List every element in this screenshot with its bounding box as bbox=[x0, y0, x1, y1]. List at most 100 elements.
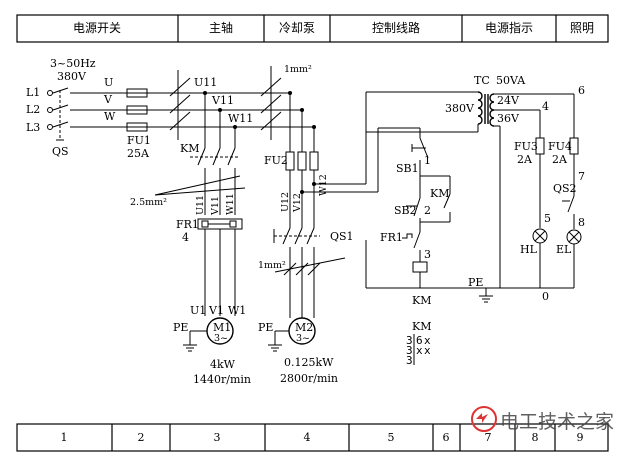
phase-l2-label: L2 bbox=[26, 103, 40, 116]
terminal-l1 bbox=[47, 90, 53, 96]
contactor-coil bbox=[412, 261, 428, 273]
footer-table: 1 2 3 4 5 6 7 8 9 bbox=[16, 423, 609, 452]
spindle-motor-branch: KM 2.5mm² U11 V11 W11 FR1 4 U1 V1 W1 M1 … bbox=[130, 91, 251, 386]
footer-zone-4: 4 bbox=[304, 431, 311, 444]
node-4-label: 4 bbox=[542, 100, 549, 113]
contactor-row-1-mark: 6 bbox=[416, 334, 423, 347]
motor-m2-speed: 2800r/min bbox=[280, 372, 338, 385]
motor-m1-terminal-u1: U1 bbox=[190, 304, 206, 317]
motor-m1-terminal-w1: W1 bbox=[228, 304, 246, 317]
header-power-indicator: 电源指示 bbox=[485, 20, 533, 35]
cable-main-label: 2.5mm² bbox=[130, 197, 167, 208]
transformer-name: TC bbox=[474, 74, 490, 87]
contactor-row-3-num: 3 bbox=[406, 354, 413, 367]
fuse-fu1-label: FU1 bbox=[127, 134, 151, 147]
motor-m1-symbol: M1 bbox=[213, 321, 231, 334]
coolant-pump-branch: FU2 U12 V12 W12 QS1 1mm² M2 3~ PE 0.125k… bbox=[258, 91, 354, 385]
contactor-coil-label: KM bbox=[412, 294, 431, 307]
wire-v11-label: V11 bbox=[211, 94, 234, 107]
header-power-switch: 电源开关 bbox=[73, 21, 121, 35]
motor-m2-pe: PE bbox=[258, 321, 273, 334]
transformer-primary: 380V bbox=[445, 102, 475, 115]
contactor-row-1-x: x bbox=[424, 334, 431, 347]
cable-pump-label: 1mm² bbox=[258, 260, 286, 271]
contactor-row-1-num: 3 bbox=[406, 334, 413, 347]
footer-zone-7: 7 bbox=[485, 431, 492, 444]
fuse-fu4-rating: 2A bbox=[552, 153, 568, 166]
node-1-label: 1 bbox=[424, 154, 431, 167]
footer-zone-5: 5 bbox=[388, 431, 395, 444]
phase-w-label: W bbox=[104, 110, 116, 123]
contactor-aux-label: KM bbox=[430, 187, 449, 200]
bus-wire-labels: U11 V11 W11 1mm² bbox=[169, 64, 312, 140]
phase-l3-label: L3 bbox=[26, 121, 40, 134]
transformer-and-lamps: TC 50VA 380V 24V 36V 6 4 FU3 2A 5 HL bbox=[366, 74, 585, 303]
fuse-fu4-label: FU4 bbox=[548, 140, 572, 153]
motor-m1-pe: PE bbox=[173, 321, 188, 334]
fuse-fu2-w bbox=[309, 151, 319, 171]
ground-pe-label: PE bbox=[468, 276, 483, 289]
button-sb1-label: SB1 bbox=[396, 162, 419, 175]
footer-zone-1: 1 bbox=[61, 431, 68, 444]
motor-m1-speed: 1440r/min bbox=[193, 373, 251, 386]
fuse-fu3-label: FU3 bbox=[514, 140, 538, 153]
main-switch-label: QS bbox=[52, 145, 69, 158]
transformer-primary-coil bbox=[477, 91, 483, 125]
thermal-relay-label: FR1 bbox=[176, 218, 199, 231]
switch-qs1-label: QS1 bbox=[330, 230, 354, 243]
fuse-fu2-v bbox=[297, 151, 307, 171]
transformer-sec1: 24V bbox=[497, 94, 520, 107]
watermark-text: 电工技术之家 bbox=[500, 411, 614, 433]
thermal-relay-ref: 4 bbox=[182, 231, 189, 244]
contactor-main-label: KM bbox=[180, 142, 199, 155]
motor-m2-power: 0.125kW bbox=[284, 356, 334, 369]
motor-m1-power: 4kW bbox=[210, 358, 236, 371]
wire-u12-vertical: U12 bbox=[280, 192, 291, 212]
wire-u11-label: U11 bbox=[194, 76, 217, 89]
supply-frequency: 3~50Hz bbox=[50, 57, 96, 70]
control-circuit: SB1 1 KM SB2 2 FR1 3 KM KM 3 6 x 3 x bbox=[300, 91, 500, 367]
motor-m2-symbol: M2 bbox=[295, 321, 313, 334]
motor-m2-phase: 3~ bbox=[296, 333, 310, 344]
fuse-fu2-label: FU2 bbox=[264, 154, 288, 167]
fuse-fu1-u bbox=[126, 88, 148, 98]
contactor-row-2-num: 3 bbox=[406, 344, 413, 357]
cable-top-label: 1mm² bbox=[284, 64, 312, 75]
power-supply: 3~50Hz 380V L1 L2 L3 QS U V W FU1 25A bbox=[26, 57, 314, 160]
lamp-hl-label: HL bbox=[520, 243, 538, 256]
wire-w11-vertical: W11 bbox=[225, 193, 236, 215]
wire-v12-vertical: V12 bbox=[292, 193, 303, 213]
node-8-label: 8 bbox=[578, 216, 585, 229]
contactor-table-title: KM bbox=[412, 320, 431, 333]
footer-zone-6: 6 bbox=[443, 431, 450, 444]
header-table: 电源开关 主轴 冷却泵 控制线路 电源指示 照明 bbox=[16, 14, 609, 43]
node-7-label: 7 bbox=[578, 170, 585, 183]
fuse-fu1-rating: 25A bbox=[127, 147, 150, 160]
phase-u-label: U bbox=[104, 76, 113, 89]
footer-zone-2: 2 bbox=[138, 431, 145, 444]
thermal-relay-contact-label: FR1 bbox=[380, 231, 403, 244]
transformer-rating: 50VA bbox=[496, 74, 526, 87]
transformer-sec2: 36V bbox=[497, 112, 520, 125]
header-control-circuit: 控制线路 bbox=[372, 20, 420, 35]
terminal-l2 bbox=[47, 107, 53, 113]
terminal-l3 bbox=[47, 124, 53, 130]
phase-v-label: V bbox=[103, 93, 113, 106]
transformer-secondary-coil bbox=[489, 93, 495, 127]
wire-w12-vertical: W12 bbox=[318, 174, 329, 196]
fuse-fu1-v bbox=[126, 105, 148, 115]
watermark-logo: 电工技术之家 bbox=[471, 406, 614, 433]
lamp-el-label: EL bbox=[556, 243, 572, 256]
supply-voltage: 380V bbox=[57, 70, 87, 83]
header-lighting: 照明 bbox=[570, 21, 594, 35]
phase-l1-label: L1 bbox=[26, 86, 40, 99]
motor-m1-terminal-v1: V1 bbox=[208, 304, 224, 317]
wire-w11-label: W11 bbox=[228, 112, 253, 125]
node-0-label: 0 bbox=[542, 290, 549, 303]
fuse-fu1-w bbox=[126, 122, 148, 132]
footer-zone-9: 9 bbox=[577, 431, 584, 444]
contactor-row-2-mark: x bbox=[416, 344, 423, 357]
switch-qs2-label: QS2 bbox=[553, 182, 577, 195]
node-2-label: 2 bbox=[424, 204, 431, 217]
